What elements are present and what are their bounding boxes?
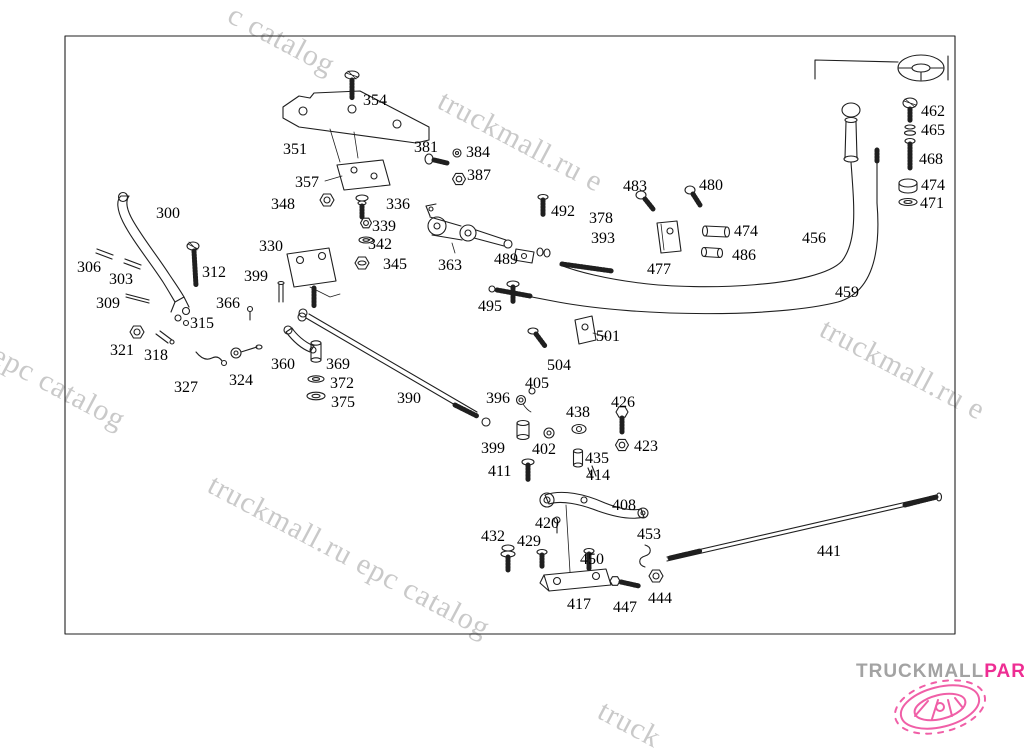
part-label-330: 330 — [259, 238, 283, 255]
part-label-402: 402 — [532, 441, 556, 458]
steering-wheel-symbol — [814, 54, 949, 82]
part-label-429: 429 — [517, 533, 541, 550]
part-label-399: 399 — [244, 268, 268, 285]
part-label-477: 477 — [647, 261, 671, 278]
part-label-462: 462 — [921, 103, 945, 120]
part-label-465: 465 — [921, 122, 945, 139]
part-label-342: 342 — [368, 236, 392, 253]
part-label-447: 447 — [613, 599, 637, 616]
relay-lever-363 — [424, 148, 513, 254]
part-label-501: 501 — [596, 328, 620, 345]
bracket-477-group — [635, 185, 731, 259]
part-label-360: 360 — [271, 356, 295, 373]
part-label-336: 336 — [386, 196, 410, 213]
part-label-327: 327 — [174, 379, 198, 396]
part-label-396: 396 — [486, 390, 510, 407]
part-label-435: 435 — [585, 450, 609, 467]
part-label-450: 450 — [580, 551, 604, 568]
part-label-390: 390 — [397, 390, 421, 407]
part-label-444: 444 — [648, 590, 672, 607]
part-label-354: 354 — [363, 92, 387, 109]
part-label-324: 324 — [229, 372, 253, 389]
part-label-471: 471 — [920, 195, 944, 212]
part-label-384: 384 — [466, 144, 490, 161]
part-label-300: 300 — [156, 205, 180, 222]
part-label-375: 375 — [331, 394, 355, 411]
part-label-441: 441 — [817, 543, 841, 560]
joint-cluster-center — [515, 387, 630, 483]
part-label-405: 405 — [525, 375, 549, 392]
part-label-489: 489 — [494, 251, 518, 268]
part-label-504: 504 — [547, 357, 571, 374]
logo-gear-icon — [893, 679, 987, 735]
part-label-306: 306 — [77, 259, 101, 276]
lever-360-stack — [283, 325, 326, 401]
frame-border — [64, 35, 956, 635]
part-label-492: 492 — [551, 203, 575, 220]
part-label-474: 474 — [734, 223, 758, 240]
brand-logo-gray-text: TRUCKMALL — [856, 661, 985, 682]
part-label-411: 411 — [488, 463, 512, 480]
part-label-315: 315 — [190, 315, 214, 332]
part-label-459: 459 — [835, 284, 859, 301]
part-label-438: 438 — [566, 404, 590, 421]
part-label-351: 351 — [283, 141, 307, 158]
part-label-474: 474 — [921, 177, 945, 194]
part-label-483: 483 — [623, 178, 647, 195]
brand-logo-pink-text: PARTS — [984, 661, 1024, 682]
part-label-372: 372 — [330, 375, 354, 392]
pull-rod-441 — [666, 492, 943, 562]
plate-assembly-351 — [282, 70, 430, 270]
part-label-309: 309 — [96, 295, 120, 312]
part-label-312: 312 — [202, 264, 226, 281]
pull-rod-390 — [297, 312, 491, 427]
part-label-432: 432 — [481, 528, 505, 545]
part-label-357: 357 — [295, 174, 319, 191]
part-label-420: 420 — [535, 515, 559, 532]
part-label-426: 426 — [611, 394, 635, 411]
part-label-423: 423 — [634, 438, 658, 455]
hand-lever-300 — [95, 191, 285, 367]
part-label-399: 399 — [481, 440, 505, 457]
part-label-408: 408 — [612, 497, 636, 514]
part-label-348: 348 — [271, 196, 295, 213]
bracket-330 — [286, 247, 341, 318]
part-label-345: 345 — [383, 256, 407, 273]
part-label-414: 414 — [586, 467, 610, 484]
part-label-456: 456 — [802, 230, 826, 247]
part-label-381: 381 — [414, 139, 438, 156]
part-label-378: 378 — [589, 210, 613, 227]
lever-408-group — [500, 491, 664, 592]
part-label-369: 369 — [326, 356, 350, 373]
part-label-417: 417 — [567, 596, 591, 613]
part-label-321: 321 — [110, 342, 134, 359]
part-label-495: 495 — [478, 298, 502, 315]
part-label-303: 303 — [109, 271, 133, 288]
part-label-393: 393 — [591, 230, 615, 247]
part-label-318: 318 — [144, 347, 168, 364]
part-label-468: 468 — [919, 151, 943, 168]
brand-logo: TRUCKMALLPARTS — [856, 661, 1024, 683]
part-label-366: 366 — [216, 295, 240, 312]
part-label-387: 387 — [467, 167, 491, 184]
cable-assembly-456-459 — [488, 102, 880, 349]
part-label-453: 453 — [637, 526, 661, 543]
fasteners-right-column — [898, 97, 918, 207]
part-label-339: 339 — [372, 218, 396, 235]
part-label-480: 480 — [699, 177, 723, 194]
part-label-486: 486 — [732, 247, 756, 264]
part-label-363: 363 — [438, 257, 462, 274]
